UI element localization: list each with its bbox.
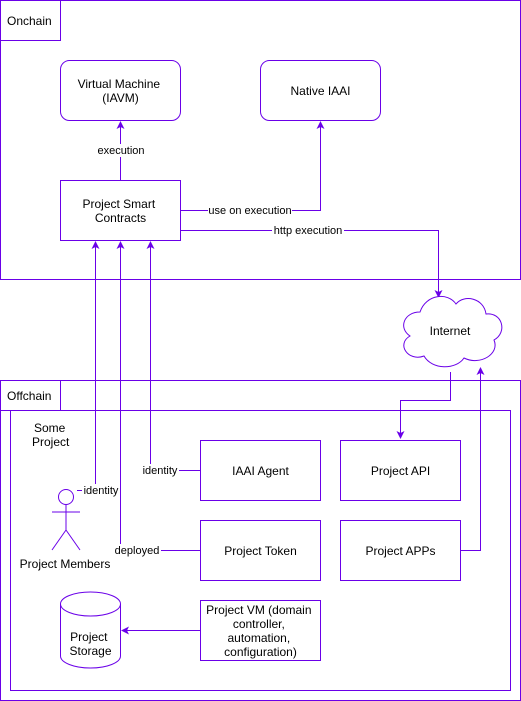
edge-identity-agent [146,241,200,471]
smart-contracts-label: Project Smart Contracts [82,197,158,225]
project-apps-node [340,520,461,581]
project-members-label: Project Members [20,557,111,571]
smart-contracts-node [60,180,181,241]
native-iaai-node [260,60,381,121]
virtual-machine-label: Virtual Machine (IAVM) [78,77,164,105]
person-actor-icon [51,489,81,551]
project-storage-label: Project Storage [69,630,111,658]
onchain-zone-tab [0,0,61,41]
internet-label: Internet [430,324,471,338]
virtual-machine-node [60,60,181,121]
internet-cloud-icon [403,296,503,368]
edge-use-on-execution [180,121,325,211]
edge-label-identity-member: identity [84,485,119,497]
edge-label-use-on-execution: use on execution [208,205,291,217]
edge-label-execution: execution [97,145,144,157]
some-project-label: Some Project [32,421,70,449]
project-token-label: Project Token [224,544,297,558]
edge-label-http-execution: http execution [274,225,343,237]
some-project-container [10,410,511,691]
project-api-label: Project API [371,464,430,478]
edge-deployed [116,241,200,551]
project-apps-label: Project APPs [365,544,435,558]
edge-http-execution [180,230,443,298]
project-token-node [200,520,321,581]
iaai-agent-node [200,440,321,501]
edge-label-identity-agent: identity [143,465,178,477]
database-icon [60,591,121,669]
project-api-node [340,440,461,501]
project-vm-node [200,600,321,661]
iaai-agent-label: IAAI Agent [232,464,289,478]
onchain-label: Onchain [7,14,52,28]
offchain-label: Offchain [7,389,51,403]
native-iaai-label: Native IAAI [290,84,350,98]
edge-apps-to-internet [460,367,485,551]
edge-label-deployed: deployed [115,545,160,557]
project-vm-label: Project VM (domain controller, automatio… [206,603,315,659]
edge-internet-to-api [396,372,451,439]
